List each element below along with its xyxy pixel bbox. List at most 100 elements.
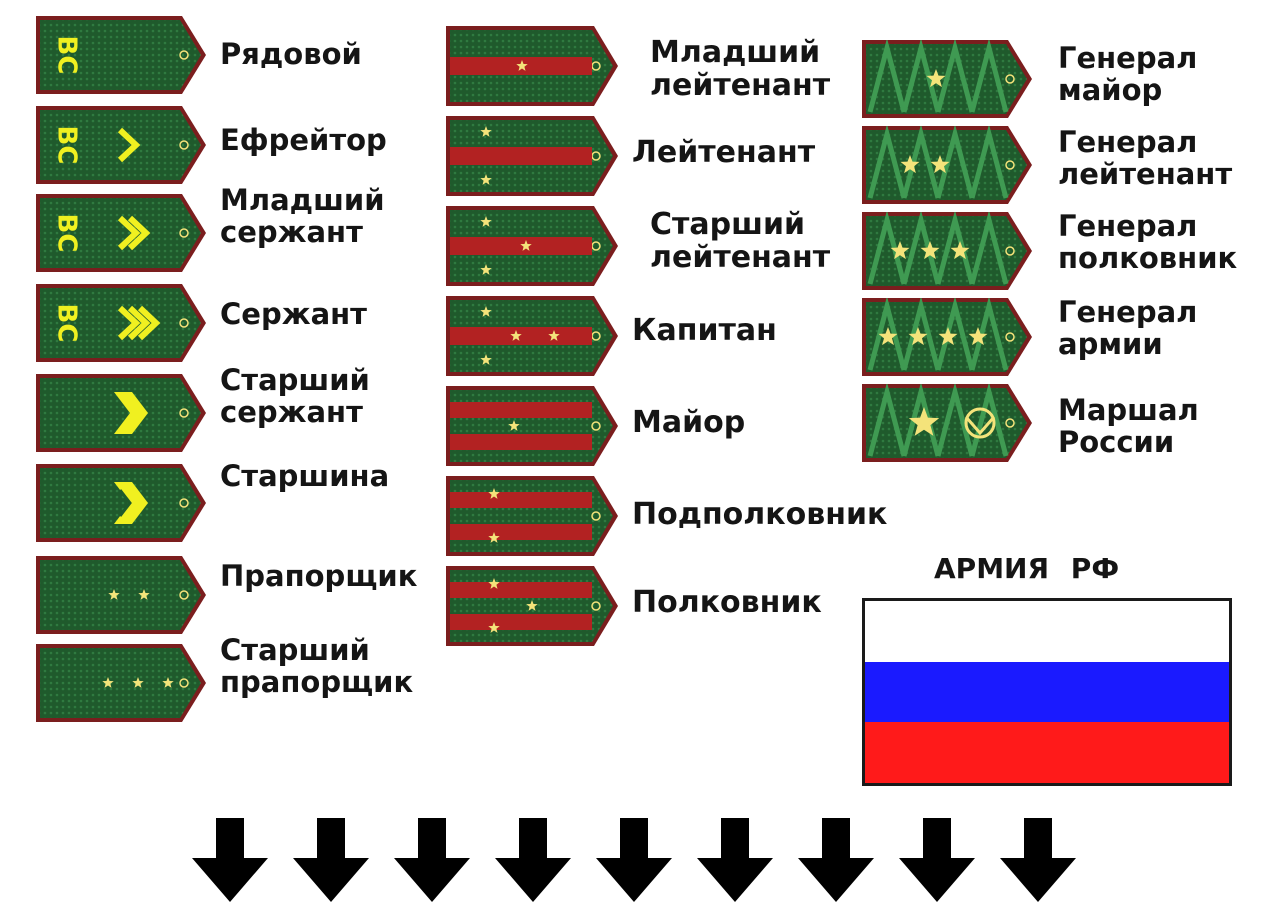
- marshal-star-icon: [908, 407, 940, 436]
- star-icon: [516, 60, 528, 71]
- board-fabric: [40, 198, 201, 268]
- flag-title: АРМИЯ РФ: [934, 552, 1120, 585]
- rank-label-line: Капитан: [632, 313, 777, 348]
- shoulder-board: ВС: [36, 284, 206, 362]
- shoulder-board: [36, 464, 206, 542]
- rank-label-line: Прапорщик: [220, 559, 418, 593]
- button-icon: [179, 498, 189, 508]
- zigzag-pattern: [867, 126, 907, 199]
- shoulder-board: [36, 374, 206, 452]
- star-icon: [108, 589, 120, 600]
- rank-label-line: Рядовой: [220, 37, 362, 71]
- rank-label: Ефрейтор: [220, 124, 387, 156]
- button-icon: [179, 408, 189, 418]
- star-icon: [480, 306, 492, 317]
- flag-stripe-red: [865, 722, 1229, 783]
- down-arrow-icon: [192, 818, 268, 902]
- star-icon: [138, 589, 150, 600]
- button-icon: [179, 228, 189, 238]
- zigzag-pattern: [867, 212, 907, 285]
- shoulder-board: [36, 644, 206, 722]
- star-icon: [162, 677, 174, 688]
- flag-stripe-white: [865, 601, 1229, 662]
- rank-label: Прапорщик: [220, 560, 417, 592]
- rank-label-line: Младший: [650, 35, 821, 70]
- star-icon: [488, 532, 500, 543]
- rank-label-line: Младший: [220, 183, 385, 217]
- chevron-icon: [114, 392, 148, 434]
- shoulder-board: [862, 212, 1032, 290]
- rank-label: Сержант: [220, 298, 367, 330]
- chevron-icon: [127, 215, 151, 251]
- button-icon: [179, 140, 189, 150]
- officer-stripe: [450, 402, 592, 418]
- button-icon: [591, 511, 601, 521]
- star-icon: [480, 264, 492, 275]
- board-fabric: [450, 480, 613, 552]
- button-icon: [179, 678, 189, 688]
- zigzag-pattern: [969, 384, 1009, 457]
- board-fabric: [40, 110, 201, 180]
- down-arrow-icon: [596, 818, 672, 902]
- zigzag-pattern: [867, 298, 907, 371]
- rank-label: Лейтенант: [632, 136, 815, 169]
- board-fabric: [40, 648, 201, 718]
- down-arrow-shape: [1000, 818, 1076, 902]
- officer-stripe: [450, 237, 592, 255]
- board-fabric: [40, 468, 201, 538]
- vs-letters: ВС: [52, 126, 82, 165]
- star-icon: [102, 677, 114, 688]
- down-arrow-shape: [596, 818, 672, 902]
- button-icon: [591, 421, 601, 431]
- chevron-inner-icon: [118, 489, 132, 517]
- rank-label-line: сержант: [220, 215, 363, 249]
- officer-stripe: [450, 582, 592, 598]
- rank-label-line: Маршал: [1058, 393, 1199, 427]
- rank-label-line: Лейтенант: [632, 135, 816, 170]
- down-arrow-icon: [697, 818, 773, 902]
- star-icon: [488, 578, 500, 589]
- down-arrow-icon: [495, 818, 571, 902]
- rank-label-line: майор: [1058, 73, 1163, 107]
- star-icon: [890, 241, 910, 260]
- star-icon: [526, 600, 538, 611]
- down-arrow-shape: [899, 818, 975, 902]
- button-icon: [179, 318, 189, 328]
- shoulder-board: ВС: [36, 16, 206, 94]
- button-icon: [1005, 160, 1015, 170]
- down-arrow-shape: [394, 818, 470, 902]
- down-arrow-shape: [293, 818, 369, 902]
- star-icon: [508, 420, 520, 431]
- star-icon: [132, 677, 144, 688]
- button-icon: [1005, 418, 1015, 428]
- down-arrow-icon: [798, 818, 874, 902]
- chevron-icon: [117, 215, 141, 251]
- chevron-icon: [137, 305, 161, 341]
- down-arrow-shape: [798, 818, 874, 902]
- button-icon: [1005, 332, 1015, 342]
- officer-stripe: [450, 524, 592, 540]
- rank-label-line: прапорщик: [220, 665, 414, 699]
- star-icon: [548, 330, 560, 341]
- star-icon: [968, 327, 988, 346]
- star-icon: [900, 155, 920, 174]
- zigzag-pattern: [901, 298, 941, 371]
- star-icon: [480, 126, 492, 137]
- down-arrow-icon: [899, 818, 975, 902]
- star-icon: [480, 354, 492, 365]
- shoulder-board: [446, 296, 618, 376]
- rank-label-line: лейтенант: [650, 68, 831, 103]
- rank-label: Рядовой: [220, 38, 362, 70]
- zigzag-pattern: [969, 298, 1009, 371]
- star-icon: [930, 155, 950, 174]
- zigzag-pattern: [935, 384, 975, 457]
- rank-label-line: Старший: [220, 363, 370, 397]
- vs-letters: ВС: [52, 214, 82, 253]
- zigzag-pattern: [867, 40, 907, 113]
- rank-label-line: Майор: [632, 405, 746, 440]
- chevron-icon: [117, 127, 141, 163]
- zigzag-pattern: [935, 298, 975, 371]
